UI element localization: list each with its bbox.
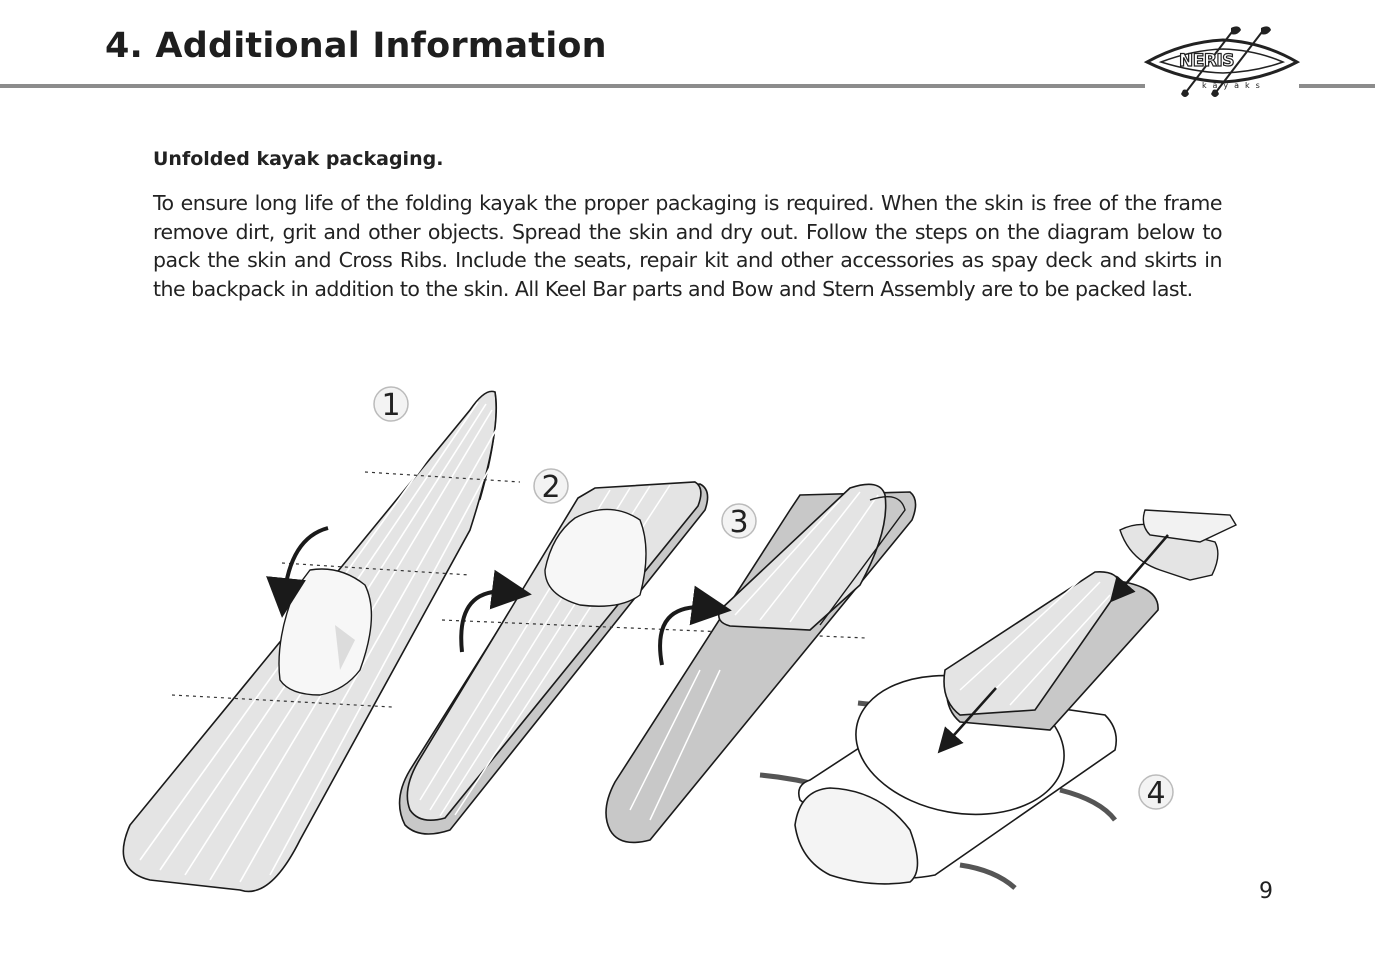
step-label-3: 3 (729, 505, 748, 540)
page-title: 4. Additional Information (105, 26, 607, 66)
packaging-steps-illustration: 1 2 3 4 (122, 386, 1237, 893)
step-label-2: 2 (541, 470, 560, 505)
kayak-logo-icon (1143, 26, 1301, 97)
page-number: 9 (1259, 879, 1273, 904)
header-rule-left (0, 84, 1145, 88)
step-4-backpack (759, 509, 1237, 890)
step-badge-2: 2 (533, 468, 569, 505)
section-heading: Unfolded kayak packaging. (153, 148, 444, 170)
logo-subtitle: kayaks (1202, 81, 1266, 90)
step-label-1: 1 (381, 388, 400, 423)
body-paragraph: To ensure long life of the folding kayak… (153, 191, 1223, 301)
logo-wordmark: NERIS (1178, 50, 1235, 71)
header-rule-right (1299, 84, 1375, 88)
step-badge-4: 4 (1138, 774, 1174, 811)
step-badge-3: 3 (721, 503, 757, 540)
step-badge-1: 1 (373, 386, 409, 423)
step-3-folded-skin (605, 483, 917, 844)
step-2-folded-skin (398, 481, 867, 835)
step-1-unfolded-skin (122, 390, 521, 893)
neris-logo: NERIS kayaks (1143, 24, 1301, 100)
packaging-diagram: 1 2 3 4 (0, 370, 1375, 900)
step-label-4: 4 (1146, 776, 1165, 811)
